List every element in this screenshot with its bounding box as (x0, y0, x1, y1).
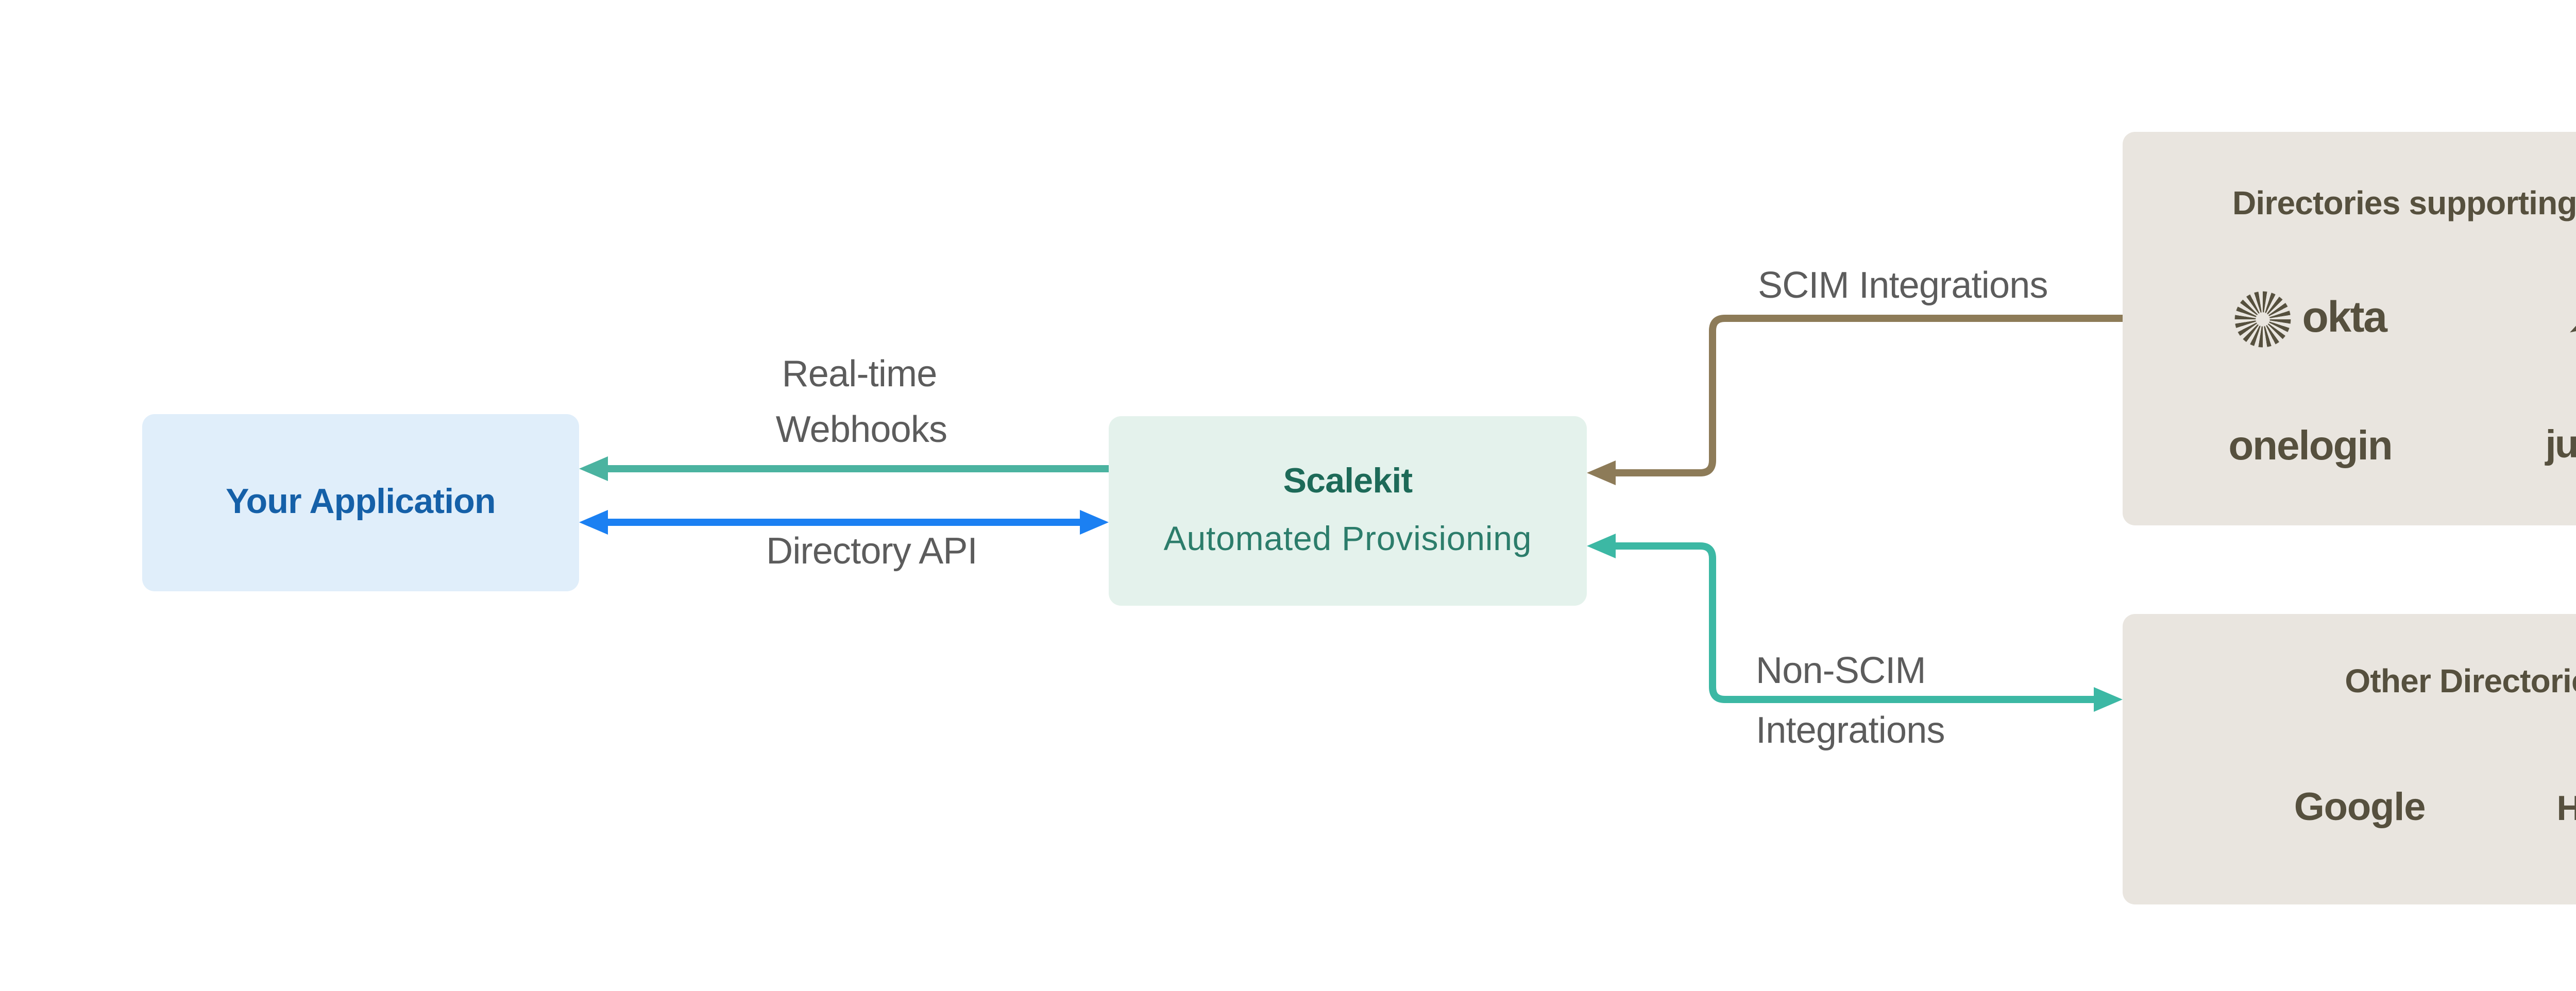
non-scim-label-line2: Integrations (1756, 710, 1945, 751)
other-directories-node: Other Directories Google HRMS/HRIS (2123, 614, 2576, 904)
arrowhead-left-icon (1587, 460, 1616, 485)
google-logo-text: Google (2294, 787, 2426, 830)
arrowhead-left-icon (579, 510, 608, 535)
onelogin-logo-text: onelogin (2228, 423, 2393, 469)
directory-api-arrow (579, 510, 1109, 535)
azure-icon (2569, 324, 2576, 332)
azure-logo: Azure (2494, 274, 2576, 365)
non-scim-arrow (1587, 534, 2123, 712)
realtime-webhooks-label-line1: Real-time (782, 353, 938, 395)
webhooks-arrow (579, 456, 1109, 481)
scim-directories-title: Directories supporting SCIM 2.0 (2232, 187, 2576, 223)
scalekit-subtitle: Automated Provisioning (1163, 521, 1532, 558)
google-logo: Google (2205, 764, 2514, 855)
onelogin-logo: onelogin (2156, 402, 2465, 492)
scalekit-node: Scalekit Automated Provisioning (1109, 416, 1587, 606)
scim-integrations-label: SCIM Integrations (1758, 265, 2048, 306)
jumpcloud-logo-text: jumpcloud (2545, 424, 2576, 468)
okta-logo: okta (2156, 274, 2465, 365)
realtime-webhooks-label-line2: Webhooks (775, 409, 947, 450)
okta-logo-text: okta (2302, 295, 2387, 342)
arrowhead-left-icon (1587, 534, 1616, 558)
directory-api-label: Directory API (766, 531, 978, 572)
hrms-hris-label: HRMS/HRIS (2498, 764, 2576, 855)
okta-sunburst-icon (2234, 291, 2292, 348)
arrowhead-right-icon (2094, 687, 2123, 712)
scalekit-title: Scalekit (1283, 462, 1413, 501)
other-directories-title: Other Directories (2345, 665, 2576, 700)
scim-directories-node: Directories supporting SCIM 2.0 okta Azu… (2123, 132, 2576, 525)
arrowhead-right-icon (1080, 510, 1109, 535)
hrms-hris-text: HRMS/HRIS (2557, 789, 2576, 830)
your-application-node: Your Application (142, 414, 579, 591)
arrowhead-left-icon (579, 456, 608, 481)
jumpcloud-logo: jumpcloud ™ (2496, 402, 2576, 492)
your-application-label: Your Application (226, 482, 496, 521)
scim-arrow (1587, 315, 2123, 485)
non-scim-label-line1: Non-SCIM (1756, 650, 1926, 691)
